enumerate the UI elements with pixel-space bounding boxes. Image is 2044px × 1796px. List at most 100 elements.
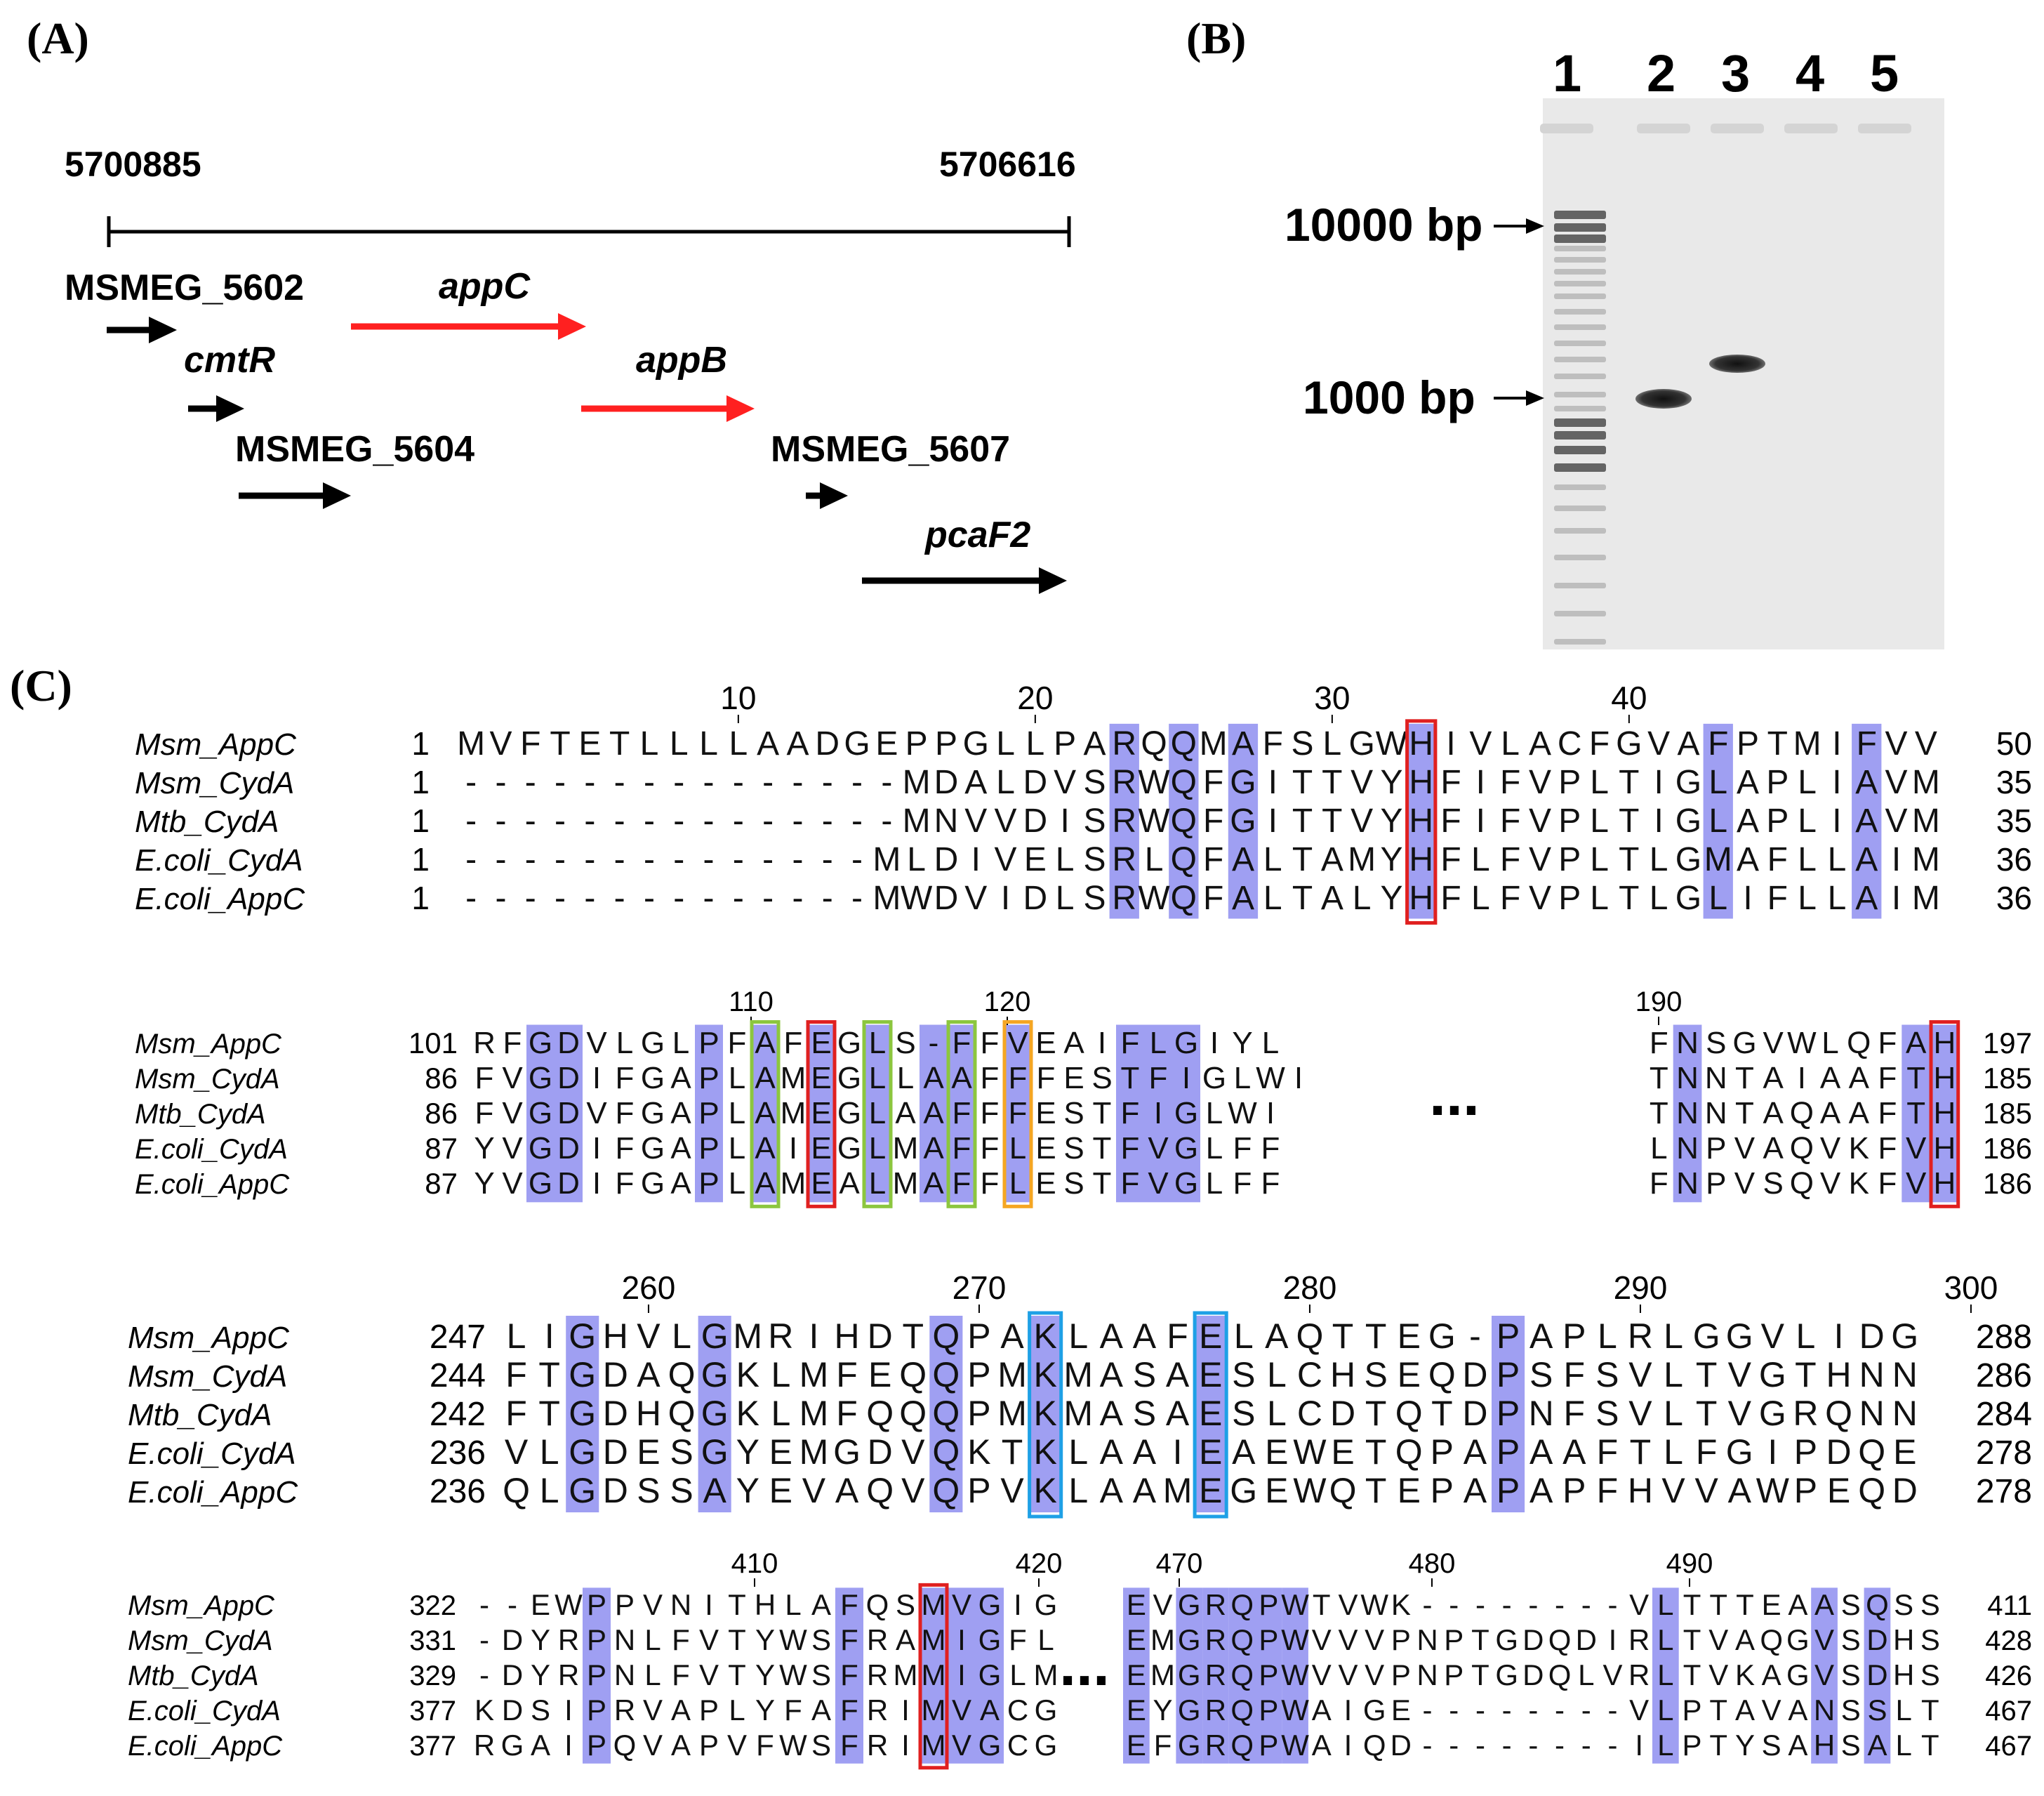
- residue: L: [1206, 1131, 1223, 1166]
- residue: W: [901, 880, 933, 917]
- residue: P: [698, 1131, 719, 1166]
- residue: P: [905, 725, 928, 762]
- residue: -: [495, 764, 506, 801]
- residue: F: [953, 1096, 971, 1130]
- residue: -: [1555, 1693, 1565, 1726]
- residue: L: [869, 1061, 886, 1095]
- residue: S: [1841, 1623, 1861, 1656]
- residue: L: [897, 1061, 914, 1095]
- residue: K: [967, 1432, 990, 1472]
- residue: R: [558, 1623, 579, 1656]
- residue: I: [1476, 803, 1485, 840]
- residue: Q: [1141, 725, 1167, 762]
- residue: F: [953, 1166, 971, 1201]
- residue: A: [1763, 1131, 1784, 1166]
- residue: L: [729, 1166, 745, 1201]
- residue: A: [1728, 1471, 1752, 1510]
- residue: G: [1178, 1658, 1201, 1691]
- residue: E: [1063, 1061, 1084, 1095]
- residue: L: [1009, 1131, 1026, 1166]
- residue: Q: [1395, 1432, 1423, 1472]
- ladder-band: [1554, 357, 1606, 362]
- residue: S: [1083, 803, 1106, 840]
- residue: L: [1664, 1394, 1683, 1433]
- residue: V: [1007, 1026, 1028, 1060]
- gene-arrow: [107, 317, 177, 343]
- residue: S: [1292, 725, 1314, 762]
- residue: P: [1558, 841, 1581, 878]
- sequence-start-number: 247: [430, 1319, 486, 1356]
- ladder-band: [1554, 446, 1606, 454]
- residue: P: [1444, 1623, 1464, 1656]
- residue: Y: [755, 1693, 775, 1726]
- residue: A: [1763, 1096, 1784, 1130]
- residue: L: [1026, 725, 1044, 762]
- residue: -: [495, 841, 506, 878]
- residue: L: [1798, 803, 1817, 840]
- residue: V: [1529, 803, 1551, 840]
- species-name: E.coli_AppC: [135, 882, 305, 916]
- residue: E: [1398, 1316, 1421, 1356]
- residue: N: [670, 1588, 691, 1621]
- residue: A: [1814, 1588, 1834, 1621]
- residue: -: [1607, 1588, 1617, 1621]
- residue: F: [1154, 1729, 1172, 1762]
- residue: K: [1391, 1588, 1411, 1621]
- residue: A: [1464, 1432, 1487, 1472]
- sequence-start-number: 1: [411, 764, 430, 800]
- residue: T: [1921, 1729, 1939, 1762]
- residue: L: [1590, 803, 1609, 840]
- residue: L: [729, 1693, 745, 1726]
- residue: V: [1763, 1026, 1784, 1060]
- residue: E: [1035, 1026, 1056, 1060]
- residue: P: [1444, 1658, 1464, 1691]
- residue: S: [1133, 1394, 1156, 1433]
- residue: G: [978, 1623, 1002, 1656]
- residue: G: [1035, 1693, 1058, 1726]
- residue: L: [1234, 1061, 1251, 1095]
- residue: V: [489, 725, 512, 762]
- residue: V: [964, 803, 987, 840]
- residue: P: [1391, 1658, 1411, 1691]
- residue: K: [736, 1355, 759, 1394]
- residue: L: [1664, 1355, 1683, 1394]
- conserved-column-shade: [1673, 1024, 1702, 1203]
- residue: -: [1449, 1588, 1459, 1621]
- residue: -: [1475, 1729, 1485, 1762]
- sequence-start-number: 1: [411, 803, 430, 839]
- residue: A: [755, 1131, 776, 1166]
- residue: L: [644, 1623, 661, 1656]
- residue: I: [1654, 764, 1663, 801]
- position-tick-label: 190: [1635, 986, 1683, 1017]
- residue: L: [1590, 841, 1609, 878]
- residue: F: [1009, 1061, 1028, 1095]
- residue: -: [792, 880, 803, 917]
- residue: D: [1892, 1471, 1918, 1510]
- residue: I: [1767, 1432, 1777, 1472]
- residue: A: [1788, 1588, 1807, 1621]
- residue: H: [1330, 1355, 1355, 1394]
- residue: L: [1068, 1432, 1088, 1472]
- conserved-column-shade: [526, 1024, 555, 1203]
- residue: I: [1210, 1026, 1219, 1060]
- residue: -: [479, 1623, 489, 1656]
- residue: T: [550, 725, 570, 762]
- residue: S: [1920, 1658, 1940, 1691]
- residue: T: [728, 1588, 746, 1621]
- panel-label-b: (B): [1186, 13, 1247, 63]
- residue: V: [643, 1588, 663, 1621]
- residue: E: [1199, 1432, 1222, 1472]
- residue: S: [1706, 1026, 1726, 1060]
- residue: S: [1920, 1623, 1940, 1656]
- residue: F: [1149, 1061, 1168, 1095]
- residue: H: [834, 1316, 859, 1356]
- residue: G: [1693, 1316, 1720, 1356]
- residue: -: [762, 803, 774, 840]
- residue: D: [502, 1623, 523, 1656]
- residue: A: [786, 725, 809, 762]
- residue: F: [840, 1729, 858, 1762]
- residue: V: [1814, 1623, 1834, 1656]
- residue: G: [701, 1394, 729, 1433]
- residue: -: [644, 764, 655, 801]
- residue: E: [1265, 1471, 1288, 1510]
